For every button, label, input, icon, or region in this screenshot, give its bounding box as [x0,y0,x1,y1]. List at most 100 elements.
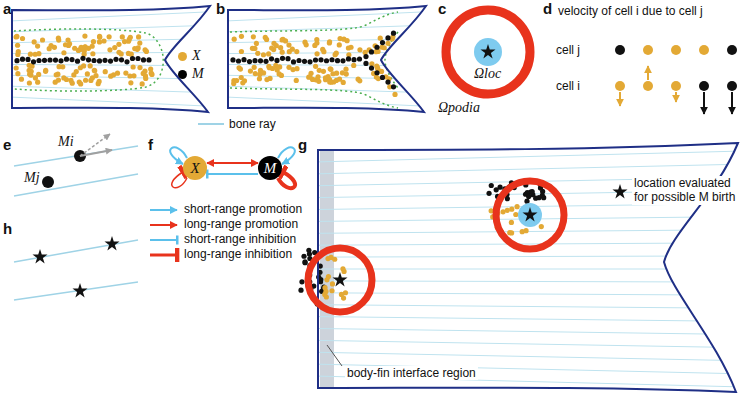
panel-letter: d [543,0,552,18]
bone-ray [318,293,740,295]
self-interaction [170,147,295,188]
cell-dots [374,75,379,80]
birth-location [612,184,627,198]
birth-location [522,207,537,221]
cell-dots [56,37,61,42]
cell-dots [141,57,146,62]
birth-location [480,44,495,58]
cell-type-node: X [183,156,207,180]
cell-dots [252,58,257,63]
birth-location [104,236,119,250]
cell-dots [239,49,244,54]
cell-dots [240,80,245,85]
cell-dots [280,56,285,61]
bone-ray [12,25,215,32]
cell-dots [14,65,19,70]
cell-dots [332,257,337,262]
cell-dots [116,42,121,47]
node-outline [258,156,282,180]
cell-dots [252,65,257,70]
cell-dots [107,47,112,52]
bone-ray [12,86,215,93]
cell-dots [70,81,75,86]
legend-text: long-range inhibition [184,247,292,261]
cell-dots [346,45,351,50]
bone-ray [318,340,740,347]
cell-dots [19,77,24,82]
cell-type-node: M [258,156,282,180]
cell-dots [140,81,145,86]
cell-dots [307,74,312,79]
bone-ray [12,0,215,120]
cell-dots [64,57,69,62]
cell-dots [40,37,45,42]
legend-sample [150,254,177,257]
cell-dots [82,44,87,49]
bone-ray [12,97,215,106]
cell-dots [343,67,348,72]
cell-dots [236,65,241,70]
panel-letter: c [438,0,446,18]
bone-ray [318,305,740,309]
cell-dots [324,294,329,299]
region-name: Ωpodia [438,100,480,117]
legend-entry: X [178,48,201,65]
cell-dots [382,45,387,50]
cell-dots [318,57,323,62]
cell-dots [255,51,260,56]
legend-text: long-range promotion [184,217,298,231]
cell-dots [230,57,235,62]
cell-dots [28,52,33,57]
cell-dots [337,36,342,41]
cell-dots [32,39,37,44]
cell-dots [16,49,21,54]
cell-dots [251,34,256,39]
interaction-region [308,10,564,312]
velocity-arrow [675,92,677,102]
cell-dots [328,67,333,72]
cell-dots [380,40,385,45]
cell-dots [489,183,494,188]
cell-dots [75,59,80,64]
cell-dots [337,42,342,47]
cell-dots [137,40,142,45]
cell-name: Mj [24,170,40,187]
panel-letter: a [3,0,11,18]
cell-dots [25,57,30,62]
cell-dots [33,75,38,80]
cell-dots [108,74,113,79]
cell-dots [334,71,339,76]
velocity-arrow [80,66,732,366]
cell-dots [14,31,737,307]
cell-dots [334,51,339,56]
cell-dots [15,43,20,48]
cell-dots [615,81,625,91]
cell-dots [15,71,20,76]
velocity-arrow [80,150,112,156]
cell-dots [142,47,147,52]
self-interaction [172,172,187,188]
cell-dots [92,68,97,73]
cell-dots [241,57,246,62]
node-text: M [258,156,282,180]
cell-dots [53,80,58,85]
panel-title: velocity of cell i due to cell j [558,4,703,18]
bone-ray [228,64,431,65]
cell-dots [328,66,333,71]
bone-ray [318,256,740,257]
cell-dots [302,259,307,264]
cell-dots [509,207,514,212]
cell-dots [43,69,48,74]
cell-dots [302,260,307,265]
bone-ray [318,352,740,360]
cell-dots [78,65,83,70]
cell-dots [509,230,514,235]
cell-dots [513,212,518,217]
cell-dots [258,58,263,63]
cell-dots [97,34,102,39]
cell-dots [123,70,128,75]
panel-letter: g [298,136,307,154]
cell-dots [330,281,335,286]
cell-dots [76,48,81,53]
cell-dots [327,40,332,45]
